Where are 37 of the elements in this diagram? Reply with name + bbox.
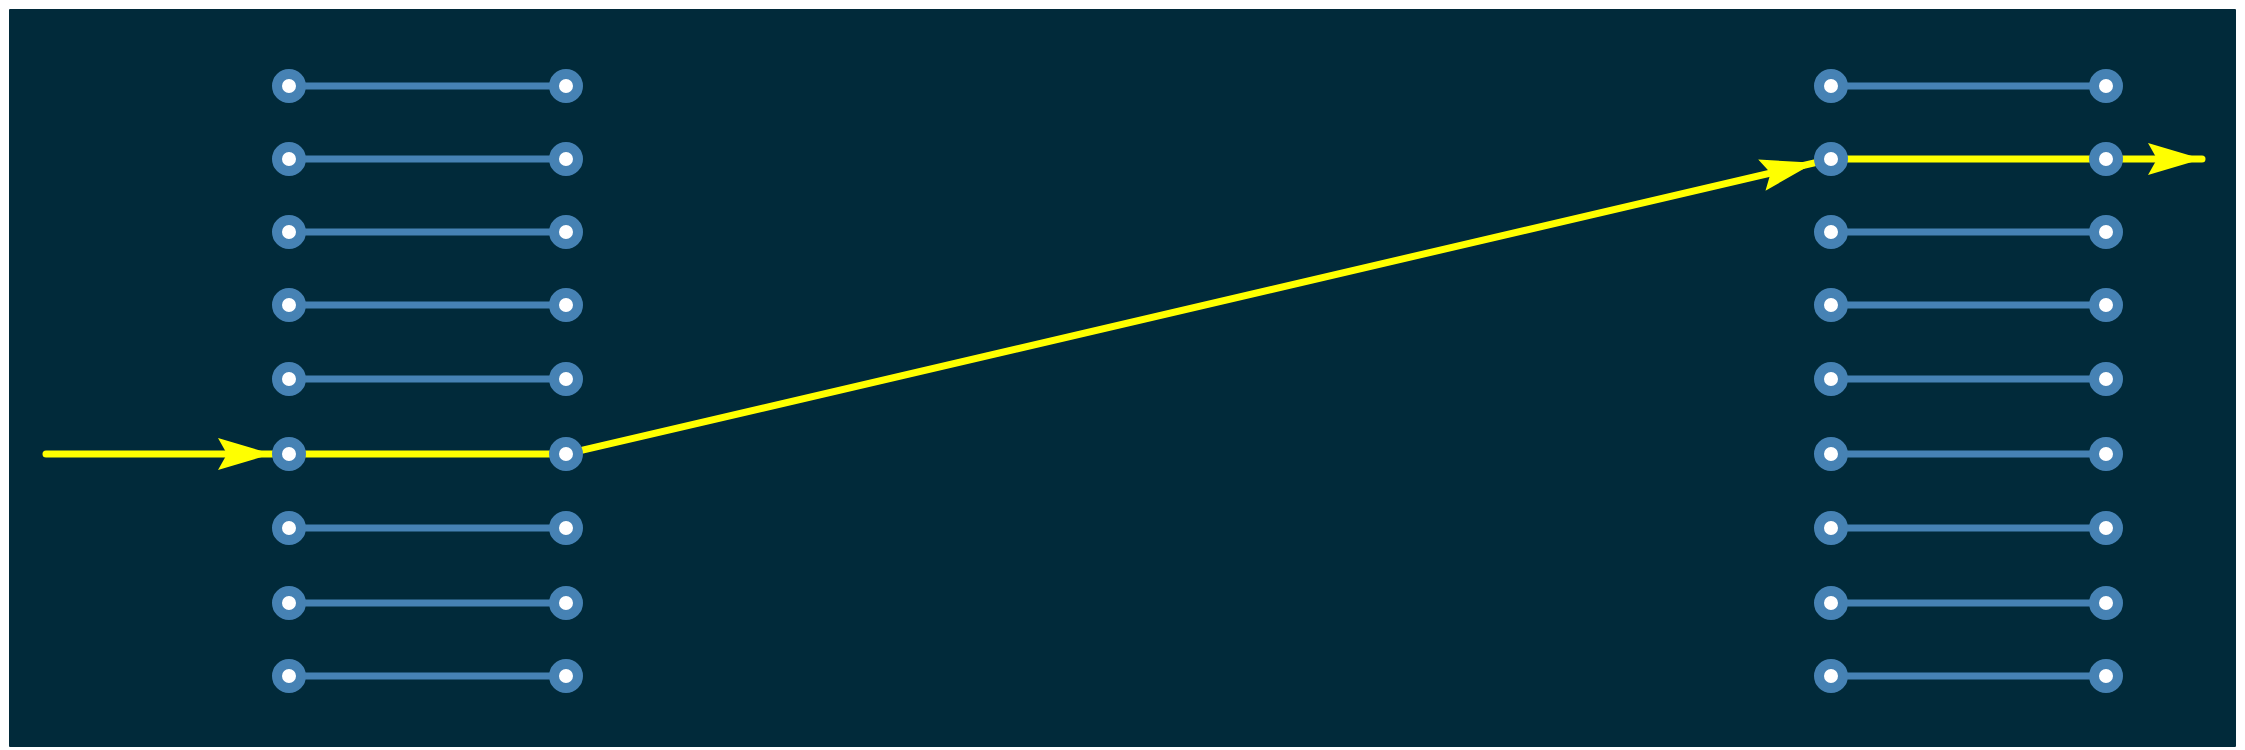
- node-circle: [549, 659, 583, 693]
- node-circle: [272, 288, 306, 322]
- node-circle: [272, 142, 306, 176]
- node-circle: [549, 215, 583, 249]
- arrow: [579, 159, 1818, 454]
- node-circle: [549, 288, 583, 322]
- node-circle: [549, 511, 583, 545]
- node-circle: [272, 69, 306, 103]
- node-circle: [549, 437, 583, 471]
- node-circle: [272, 586, 306, 620]
- node-circle: [272, 215, 306, 249]
- node-circle: [272, 511, 306, 545]
- node-circle: [1814, 142, 1848, 176]
- node-circle: [2089, 437, 2123, 471]
- node-circle: [1814, 437, 1848, 471]
- node-circle: [549, 586, 583, 620]
- node-circle: [549, 142, 583, 176]
- node-circle: [2089, 69, 2123, 103]
- node-circle: [2089, 142, 2123, 176]
- node-circle: [1814, 511, 1848, 545]
- node-circle: [1814, 69, 1848, 103]
- node-circle: [2089, 288, 2123, 322]
- node-circle: [272, 362, 306, 396]
- node-circle: [549, 362, 583, 396]
- node-circle: [1814, 362, 1848, 396]
- node-circle: [272, 437, 306, 471]
- node-circle: [1814, 215, 1848, 249]
- node-circle: [2089, 362, 2123, 396]
- node-circle: [2089, 659, 2123, 693]
- node-circle: [2089, 586, 2123, 620]
- node-circle: [1814, 659, 1848, 693]
- node-circle: [1814, 586, 1848, 620]
- node-circle: [272, 659, 306, 693]
- node-circle: [2089, 215, 2123, 249]
- node-circle: [549, 69, 583, 103]
- node-circle: [1814, 288, 1848, 322]
- node-circle: [2089, 511, 2123, 545]
